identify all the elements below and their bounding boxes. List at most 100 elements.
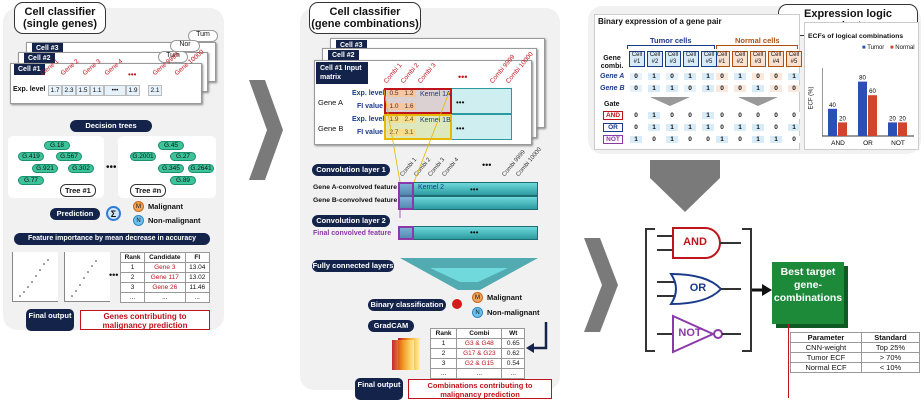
table-header-cell: Rank <box>429 328 458 339</box>
table-cell: ... <box>184 292 210 303</box>
ecf-bar-normal-or <box>868 95 877 136</box>
fc-funnel <box>400 258 538 290</box>
kernel-2 <box>398 182 414 210</box>
not-row-label: NOT <box>603 135 623 144</box>
binary-expression-box <box>594 14 800 150</box>
malignant-label: Malignant <box>148 202 183 211</box>
table-cell: ... <box>501 368 525 379</box>
table-cell: 11.46 <box>184 282 210 293</box>
normal-cells-label: Normal cells <box>735 36 780 45</box>
matrix-ellipsis: ••• <box>456 124 465 133</box>
table-header-cell: Standard <box>860 332 921 343</box>
table-header-cell: Candidate <box>144 252 186 263</box>
fi-scatter <box>19 259 97 297</box>
tree-node: G.77 <box>18 176 44 185</box>
table-cell: Gene 26 <box>144 282 186 293</box>
and-normal-value: 0 <box>752 112 764 119</box>
tree-node: G.2001 <box>130 152 156 161</box>
non-malignant-icon: N <box>472 307 483 318</box>
arrow-2 <box>584 238 618 332</box>
not-tumor-value: 0 <box>684 136 696 143</box>
kernel-2-label: Kernel 2 <box>418 184 445 191</box>
feature-importance-label: Feature importance by mean decrease in a… <box>14 233 210 245</box>
final-conv-feature <box>398 226 538 240</box>
table-cell: 2 <box>119 272 146 283</box>
sheet-label: Cell #2 <box>24 53 55 64</box>
table-row: Tumor ECF> 70% <box>790 352 921 363</box>
not-tumor-value: 1 <box>630 136 642 143</box>
gate-label: Gate <box>604 101 620 108</box>
table-header-cell: Rank <box>119 252 146 263</box>
kernel-1b-label: Kernel 1B <box>420 117 451 124</box>
and-normal-value: 0 <box>716 112 728 119</box>
tumor-cell-header: Cell #1 <box>629 51 645 67</box>
tumor-cell-header: Cell #2 <box>647 51 663 67</box>
ecf-category-label: AND <box>831 140 845 147</box>
table-cell: ... <box>144 292 186 303</box>
fc-label: Fully connected layers <box>312 260 394 272</box>
not-normal-value: 1 <box>716 136 728 143</box>
gene-a-exp-label: Exp. level <box>352 90 385 97</box>
gene_a-normal-value: 0 <box>716 73 728 80</box>
sheet-label: Cell #3 <box>336 40 367 51</box>
gene-b-label: Gene B <box>318 124 344 133</box>
conv-ellipsis: ••• <box>470 185 479 194</box>
tree-node: G.27 <box>170 152 196 161</box>
gene-b-fi-label: FI value <box>357 129 384 136</box>
gene_a-tumor-value: 1 <box>684 73 696 80</box>
table-row: ......... <box>119 292 210 303</box>
sigma-icon: Σ <box>106 206 121 221</box>
ecf-ylabel: ECF (%) <box>808 86 815 110</box>
fi-plot-1 <box>12 252 58 302</box>
table-cell: 3 <box>119 282 146 293</box>
not-normal-value: 0 <box>734 136 746 143</box>
table-cell: 3 <box>429 358 458 369</box>
table-cell: < 10% <box>860 362 921 373</box>
expr-value: 1.9 <box>126 85 140 96</box>
gene_b-normal-value: 0 <box>788 85 800 92</box>
table-cell: 0.54 <box>501 358 525 369</box>
or-tumor-value: 1 <box>684 124 696 131</box>
not-tumor-value: 0 <box>702 136 714 143</box>
expr-value: 2.1 <box>148 85 162 96</box>
and-tumor-value: 0 <box>666 112 678 119</box>
non-malignant-label: Non-malignant <box>148 216 201 225</box>
or-row-label: OR <box>603 123 623 132</box>
gene_b-normal-value: 0 <box>770 85 782 92</box>
gene-b-conv-label: Gene B-convolved feature <box>313 197 398 204</box>
expr-value: 1.5 <box>76 85 90 96</box>
panel1-title-line2: (single genes) <box>23 18 97 30</box>
and-normal-value: 0 <box>770 112 782 119</box>
not-normal-value: 1 <box>770 136 782 143</box>
gene_b-normal-value: 1 <box>752 85 764 92</box>
panel2-title: Cell classifier (gene combinations) <box>309 2 421 34</box>
normal-cell-header: Cell #4 <box>768 51 784 67</box>
legend-normal: ■ Normal <box>890 45 915 51</box>
tree-node: G.302 <box>68 164 94 173</box>
gene_b-tumor-value: 0 <box>684 85 696 92</box>
table-cell: Gene 3 <box>144 262 186 273</box>
not-tumor-value: 0 <box>648 136 660 143</box>
matrix-value: 1.6 <box>402 103 416 110</box>
gene_a-normal-value: 0 <box>770 73 782 80</box>
final-conv-label: Final convolved feature <box>313 230 392 237</box>
table-header-cell: FI <box>184 252 210 263</box>
table-cell: G17 & G23 <box>456 348 503 359</box>
matrix-value: 1.0 <box>387 103 401 110</box>
and-normal-value: 0 <box>734 112 746 119</box>
binary-class-label: Binary classification <box>368 299 446 311</box>
or-tumor-value: 0 <box>630 124 642 131</box>
table-cell: 0.65 <box>501 338 525 349</box>
normal-bracket <box>716 45 798 49</box>
gradcam-label: GradCAM <box>368 320 414 332</box>
table-row: Normal ECF< 10% <box>790 362 921 373</box>
gene-a-fi-label: FI value <box>357 103 384 110</box>
table-header-cell: Combi <box>456 328 503 339</box>
tree-ellipsis: ••• <box>106 162 117 173</box>
or-normal-value: 1 <box>752 124 764 131</box>
